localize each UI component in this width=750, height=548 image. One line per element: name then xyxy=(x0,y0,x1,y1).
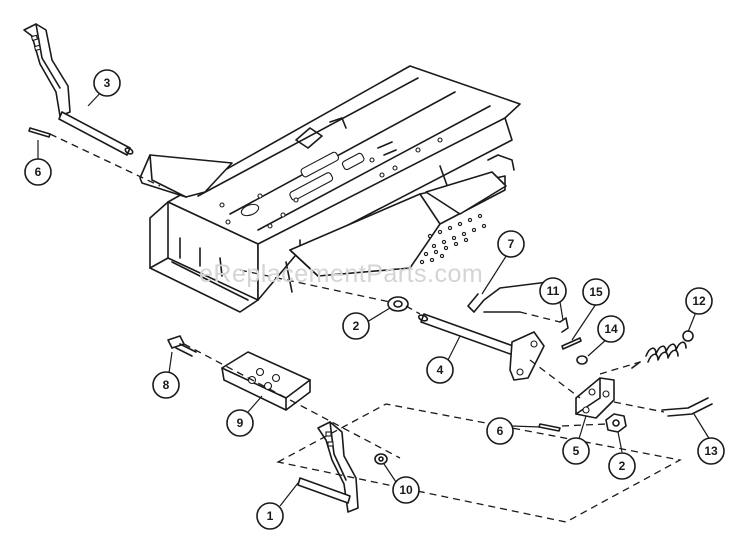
svg-text:15: 15 xyxy=(589,285,603,299)
svg-text:12: 12 xyxy=(692,294,706,308)
svg-text:1: 1 xyxy=(267,509,274,523)
part-3-upper-pedal-arm xyxy=(23,23,134,156)
svg-text:10: 10 xyxy=(399,483,413,497)
callout-3: 3 xyxy=(93,69,121,97)
mower-frame xyxy=(139,65,521,313)
callout-7: 7 xyxy=(497,230,525,258)
callout-11: 11 xyxy=(539,277,567,305)
callout-2-lower: 2 xyxy=(608,452,636,480)
svg-text:7: 7 xyxy=(508,237,515,251)
watermark-text: eReplacementParts.com xyxy=(199,260,483,288)
part-7-rod xyxy=(467,281,549,313)
callout-15: 15 xyxy=(582,278,610,306)
callout-1: 1 xyxy=(256,502,284,530)
part-1-lower-pedal-arm xyxy=(297,421,359,513)
svg-text:13: 13 xyxy=(704,444,718,458)
svg-text:4: 4 xyxy=(437,363,444,377)
part-15-pin xyxy=(561,337,582,350)
svg-text:9: 9 xyxy=(237,416,244,430)
step-plate-holes xyxy=(419,213,487,265)
part-5-bracket xyxy=(575,377,615,419)
svg-text:2: 2 xyxy=(619,459,626,473)
part-9-pedal-pad xyxy=(221,351,311,411)
part-6-roll-pin-left xyxy=(28,127,51,138)
callout-5: 5 xyxy=(562,437,590,465)
svg-text:11: 11 xyxy=(547,284,560,298)
part-4-cross-shaft xyxy=(417,313,545,381)
callout-12: 12 xyxy=(685,287,713,315)
callout-9: 9 xyxy=(226,409,254,437)
svg-text:8: 8 xyxy=(163,378,170,392)
part-10-nut xyxy=(374,453,388,465)
callout-2-upper: 2 xyxy=(342,312,370,340)
callout-10: 10 xyxy=(392,476,420,504)
svg-text:6: 6 xyxy=(497,424,504,438)
part-11-hairpin xyxy=(559,317,569,333)
svg-text:3: 3 xyxy=(104,76,111,90)
callout-4: 4 xyxy=(426,356,454,384)
part-2-bushing-upper xyxy=(387,296,409,312)
svg-text:5: 5 xyxy=(573,444,580,458)
part-2-nut-lower xyxy=(605,413,627,433)
callout-8: 8 xyxy=(152,371,180,399)
callout-6-right: 6 xyxy=(486,417,514,445)
assembly-lines xyxy=(49,133,682,523)
svg-text:14: 14 xyxy=(604,322,618,336)
svg-text:2: 2 xyxy=(353,319,360,333)
part-14-washer xyxy=(576,355,588,365)
callout-13: 13 xyxy=(697,437,725,465)
part-13-rod xyxy=(661,397,713,417)
callout-6-left: 6 xyxy=(24,158,52,186)
callout-14: 14 xyxy=(597,315,625,343)
svg-text:6: 6 xyxy=(35,165,42,179)
part-12-spring xyxy=(631,330,694,369)
part-6-roll-pin-right xyxy=(538,423,561,432)
